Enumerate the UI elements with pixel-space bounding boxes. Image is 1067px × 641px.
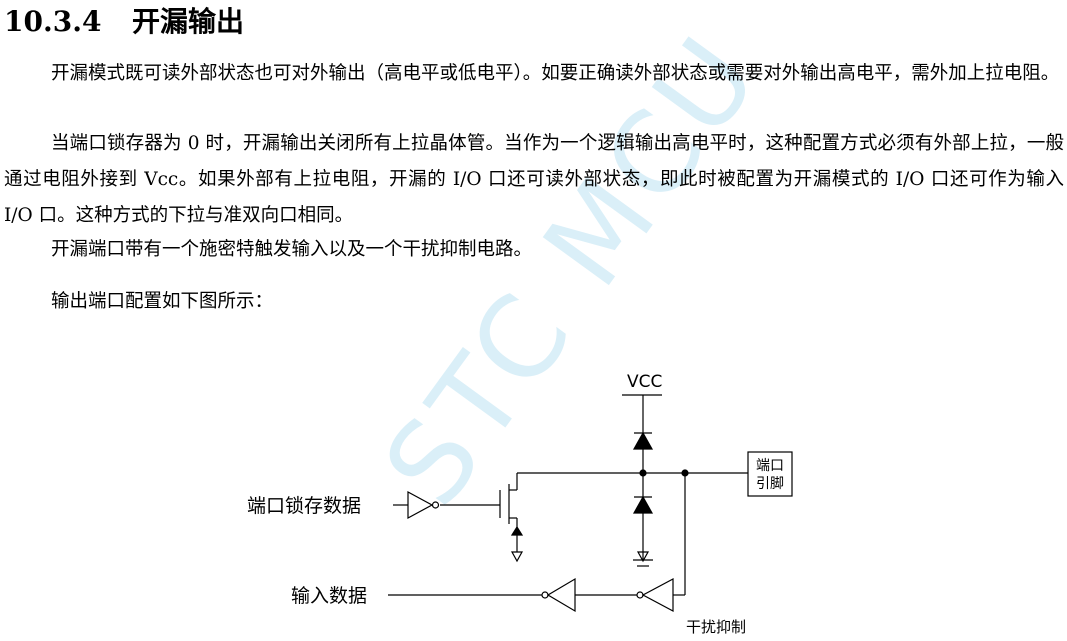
paragraph-2: 当端口锁存器为 0 时，开漏输出关闭所有上拉晶体管。当作为一个逻辑输出高电平时，… — [4, 133, 1064, 226]
paragraph-3: 开漏端口带有一个施密特触发输入以及一个干扰抑制电路。 — [51, 239, 533, 260]
input-data-label: 输入数据 — [291, 585, 367, 607]
glitch-filter-label: 干扰抑制 — [686, 618, 746, 636]
junction-dot-1 — [639, 469, 647, 477]
mosfet-arrow — [510, 525, 524, 536]
paragraph-1: 开漏模式既可读外部状态也可对外输出（高电平或低电平）。如要正确读外部状态或需要对… — [51, 63, 1060, 84]
junction-dot-2 — [681, 469, 689, 477]
section-number: 10.3.4 — [4, 5, 102, 38]
latch-inverter-bubble — [431, 501, 440, 509]
upper-diode — [632, 431, 654, 450]
pin-label-line2: 引脚 — [756, 476, 784, 492]
paragraph-4: 输出端口配置如下图所示： — [51, 291, 274, 312]
lower-diode — [632, 495, 654, 514]
section-heading: 10.3.4 开漏输出 — [4, 2, 244, 42]
mosfet-ground — [510, 551, 524, 563]
pin-box — [747, 451, 793, 497]
schmitt-trigger — [641, 578, 674, 612]
latch-data-label: 端口锁存数据 — [247, 495, 361, 517]
section-title: 开漏输出 — [132, 5, 245, 38]
diode-ground — [636, 551, 650, 563]
input-inverter — [546, 577, 576, 613]
pin-label-line1: 端口 — [756, 458, 784, 474]
vcc-label: VCC — [627, 372, 662, 392]
latch-inverter — [407, 490, 434, 520]
